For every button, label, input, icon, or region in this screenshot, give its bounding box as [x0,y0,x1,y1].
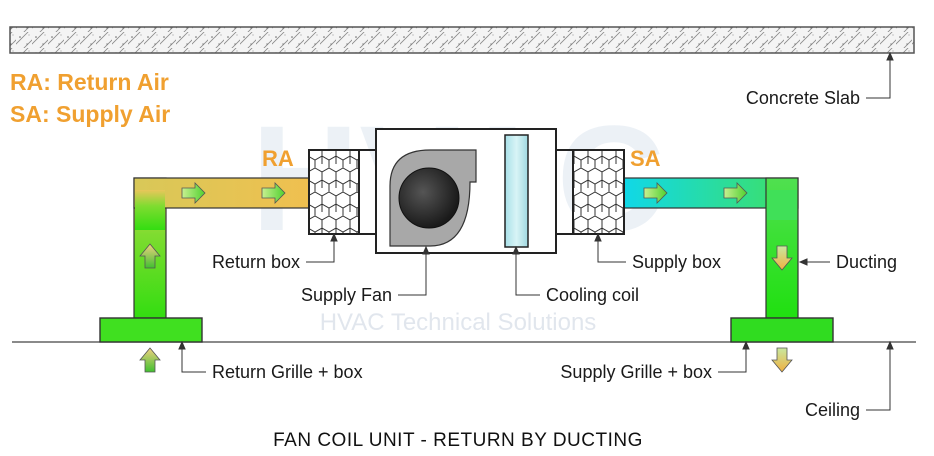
supply-grille-box [730,317,834,343]
label-ducting: Ducting [836,252,897,272]
label-concrete-slab: Concrete Slab [746,88,860,108]
diagram-caption: FAN COIL UNIT - RETURN BY DUCTING [273,430,643,451]
supply-fan [389,149,477,247]
label-ceiling: Ceiling [805,400,860,420]
return-box [308,149,360,235]
label-supply-box: Supply box [632,252,721,272]
label-cooling-coil: Cooling coil [546,285,639,305]
legend-return-air: RA: Return Air [10,69,169,95]
supply-box [572,149,625,235]
svg-text:HVAC Technical Solutions: HVAC Technical Solutions [320,309,597,336]
supply-flow-arrows [643,182,793,373]
cooling-coil [504,134,529,248]
label-return-grille: Return Grille + box [212,362,363,382]
label-supply-fan: Supply Fan [301,285,392,305]
legend-supply-air: SA: Supply Air [10,101,170,127]
sa-tag: SA [630,146,661,171]
leader-lines [178,51,894,411]
ra-tag: RA [262,146,294,171]
label-supply-grille: Supply Grille + box [560,362,712,382]
return-grille-box [99,317,203,343]
return-flow-arrows [139,182,286,373]
label-return-box: Return box [212,252,300,272]
concrete-slab [9,26,915,54]
